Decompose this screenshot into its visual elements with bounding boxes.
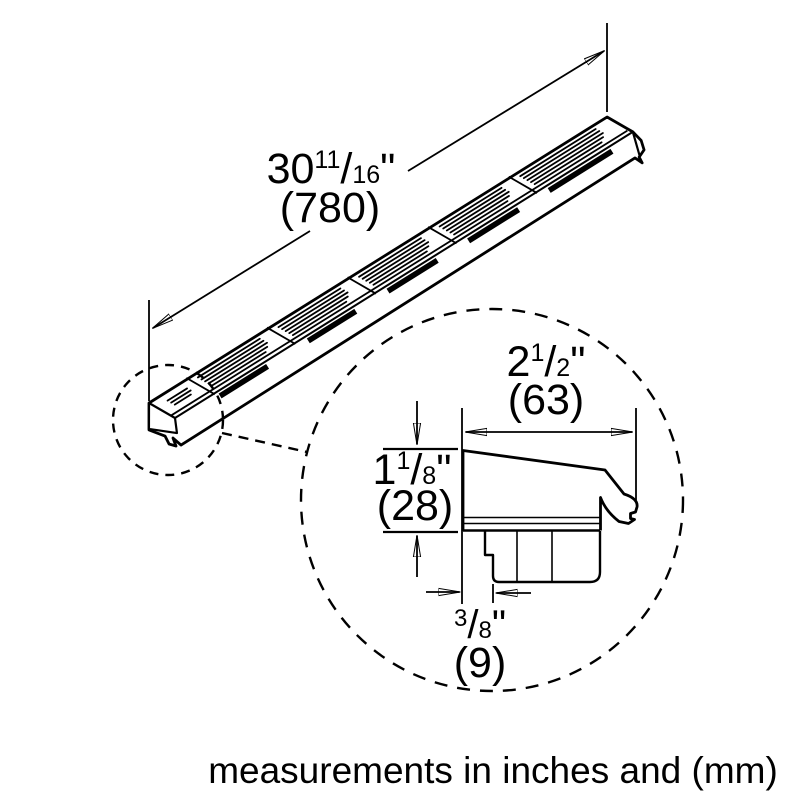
profile-mounting-bracket: [483, 531, 602, 584]
section-tick: [347, 276, 377, 295]
vent-slot-line: [361, 239, 426, 280]
length-value-mm: (780): [280, 184, 380, 232]
vent-slot-line: [368, 245, 430, 284]
offset-dimension: 3/8" (9): [426, 584, 531, 687]
vent-slot-line: [533, 141, 603, 186]
width-value-mm: (63): [508, 376, 584, 424]
height-value-inches: 11/8": [373, 446, 452, 494]
trim-bar: [147, 115, 646, 448]
section-tick: [508, 175, 538, 194]
vent-slot-line: [372, 250, 428, 286]
cross-section: [461, 449, 639, 584]
dark-slot: [467, 207, 521, 244]
section-ticks: [185, 175, 538, 396]
vent-slot-line: [453, 200, 509, 236]
vent-slot-line: [196, 337, 261, 379]
dimension-arrow-line: [407, 51, 604, 172]
vent-slot-line: [445, 190, 510, 232]
vent-slot-line: [449, 195, 510, 234]
dark-slot: [306, 308, 358, 344]
detail-circle-large: [299, 307, 685, 693]
vent-slot-line: [365, 241, 430, 282]
vent-slot-line: [438, 186, 503, 228]
vent-slot-line: [207, 345, 269, 385]
vent-slot-line: [166, 387, 188, 402]
vent-slot-line: [170, 389, 192, 404]
detail-circle-small: [111, 363, 225, 477]
trim-bar-left-end-cap: [147, 401, 179, 435]
vent-slot-line: [358, 237, 422, 278]
vent-slot-line: [519, 128, 597, 178]
vent-slot-line: [200, 339, 265, 381]
vent-slot-line: [277, 287, 342, 329]
width-dimension: 21/2" (63): [461, 338, 637, 604]
dark-slot: [547, 148, 614, 193]
front-face-slots: [218, 148, 614, 399]
vent-slot-line: [291, 300, 348, 336]
vent-slot-line: [284, 291, 349, 333]
detail-leader-line: [221, 431, 308, 454]
footer-note: measurements in inches and (mm): [208, 750, 778, 791]
length-value-inches: 3011/16": [267, 145, 396, 193]
length-dimension: 3011/16" (780): [148, 23, 608, 401]
vent-slot-line: [173, 393, 192, 406]
vent-slot-line: [281, 289, 345, 331]
offset-value-inches: 3/8": [454, 603, 506, 647]
height-value-mm: (28): [377, 482, 453, 530]
trim-bar-front-edge: [174, 131, 634, 419]
trim-bar-outline: [147, 115, 646, 448]
profile-cap-outline: [461, 449, 639, 531]
vent-slot-line: [204, 341, 268, 383]
dark-slot: [386, 258, 439, 294]
trim-bar-right-end-cap: [631, 131, 641, 157]
section-tick: [185, 377, 216, 396]
dimension-arrow-line: [153, 230, 311, 328]
offset-value-mm: (9): [454, 639, 507, 687]
vent-slot-line: [442, 188, 507, 230]
vent-slot-line: [530, 136, 605, 184]
detail-reference: [111, 307, 685, 693]
vent-slot-line: [288, 295, 349, 335]
trim-bar-fold-line: [170, 129, 628, 417]
vent-slot-line: [522, 130, 601, 180]
vent-slot-line: [211, 351, 267, 387]
vent-slot-line: [526, 132, 604, 182]
width-value-inches: 21/2": [507, 338, 586, 386]
section-tick: [427, 226, 457, 245]
vent-slots: [166, 128, 605, 406]
height-dimension: 11/8" (28): [373, 401, 458, 577]
section-tick: [266, 326, 296, 345]
dark-slot: [218, 363, 270, 399]
